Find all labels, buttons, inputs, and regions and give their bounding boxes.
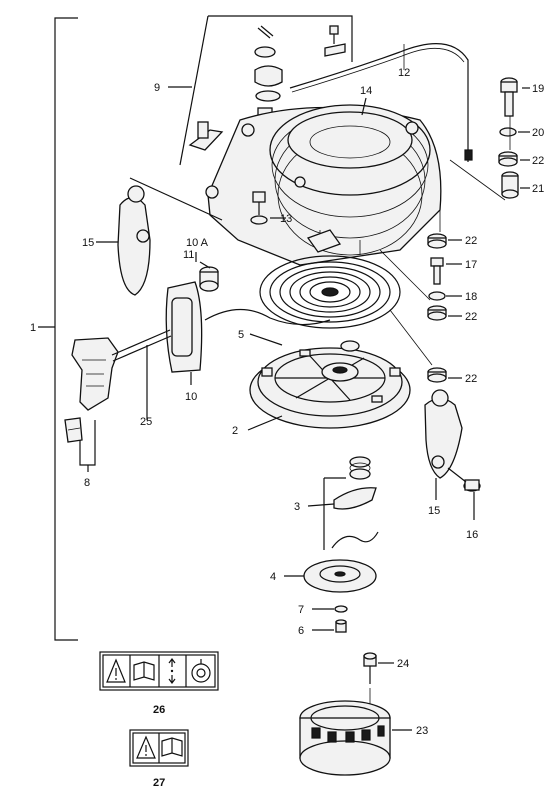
- label-27: 27: [153, 777, 165, 789]
- label-26: 26: [153, 704, 165, 716]
- clip-8: [64, 417, 96, 472]
- cable-12: [289, 43, 473, 162]
- subassembly-box-9: [168, 15, 353, 166]
- label-17: 17: [465, 259, 477, 271]
- part-labels: 1 2 3 4 5 6 7 8 9 10 10 A 11 12 13 14 15…: [30, 67, 544, 789]
- label-16: 16: [466, 529, 478, 541]
- manual-book-icon: [133, 661, 155, 681]
- caution-decal-26: [99, 651, 219, 691]
- label-11: 11: [183, 249, 194, 261]
- rotation-icon: [191, 659, 211, 683]
- label-2: 2: [232, 425, 238, 437]
- label-22-low: 22: [465, 311, 477, 323]
- bolt-6: [312, 619, 347, 633]
- grommet-22-bottom: [427, 367, 462, 383]
- washer-18: [428, 291, 462, 301]
- label-19: 19: [532, 83, 544, 95]
- reel-2: [247, 340, 411, 431]
- label-6: 6: [298, 625, 304, 637]
- bolt-17: [430, 257, 462, 285]
- pull-direction-icon: [168, 658, 176, 684]
- warning-triangle-icon: [136, 735, 156, 759]
- grommet-22-top: [498, 151, 530, 167]
- plate-4: [284, 559, 377, 593]
- label-24: 24: [397, 658, 409, 670]
- label-21: 21: [532, 183, 544, 195]
- label-8: 8: [84, 477, 90, 489]
- guide-15-left: [96, 177, 223, 296]
- bolt-19: [500, 77, 530, 117]
- label-10a: 10 A: [186, 237, 209, 249]
- collar-21: [501, 171, 530, 199]
- bolt-16: [447, 467, 481, 520]
- label-25: 25: [140, 416, 152, 428]
- label-13: 13: [280, 213, 292, 225]
- label-10: 10: [185, 391, 197, 403]
- caution-decal-27: [129, 729, 189, 767]
- label-1: 1: [30, 322, 36, 334]
- leader-lines: [379, 116, 511, 366]
- label-15-right: 15: [428, 505, 440, 517]
- recoil-spring-5: [249, 229, 401, 346]
- label-5: 5: [238, 329, 244, 341]
- label-23: 23: [416, 725, 428, 737]
- label-9: 9: [154, 82, 160, 94]
- manual-book-icon: [161, 737, 183, 757]
- label-22-bottom: 22: [465, 373, 477, 385]
- label-3: 3: [294, 501, 300, 513]
- rope-guide-10: [165, 281, 203, 385]
- washer-20: [499, 127, 530, 137]
- pawl-spring-3: [307, 456, 379, 550]
- label-18: 18: [465, 291, 477, 303]
- label-7: 7: [298, 604, 304, 616]
- assembly-bracket: [38, 17, 78, 641]
- label-15-left: 15: [82, 237, 94, 249]
- starter-case-14: [205, 97, 442, 266]
- starter-handle-25: [71, 308, 331, 420]
- collar-11: [195, 252, 219, 292]
- screw-24: [363, 652, 394, 708]
- starter-pulley-23: [299, 700, 412, 776]
- label-12: 12: [398, 67, 410, 79]
- label-22-top: 22: [532, 155, 544, 167]
- grommet-22-low: [427, 305, 462, 321]
- label-14: 14: [360, 85, 372, 97]
- label-22-mid: 22: [465, 235, 477, 247]
- washer-7: [312, 605, 348, 613]
- grommet-22-mid: [427, 233, 462, 249]
- label-4: 4: [270, 571, 276, 583]
- label-20: 20: [532, 127, 544, 139]
- screw-13: [250, 191, 286, 225]
- top-small-parts: [188, 25, 346, 151]
- warning-triangle-icon: [106, 658, 126, 683]
- guide-15-right: [424, 389, 463, 500]
